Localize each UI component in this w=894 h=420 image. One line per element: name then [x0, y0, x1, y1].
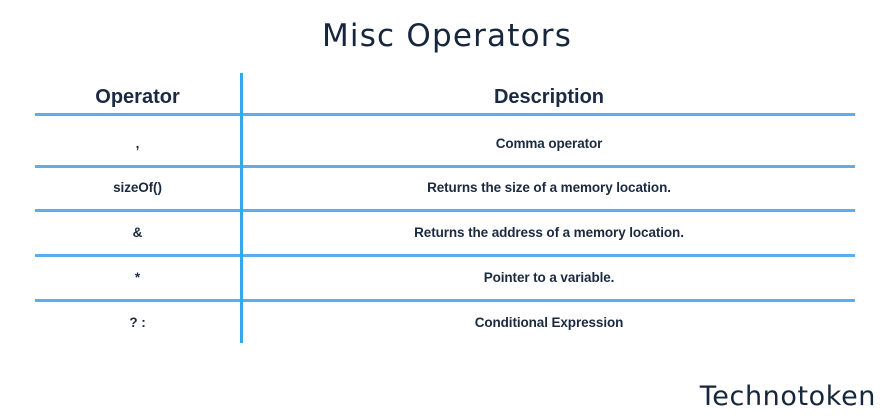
- table-cell-description: Comma operator: [495, 136, 603, 151]
- table-rule-header-bottom: [35, 113, 855, 116]
- table-cell-description: Returns the size of a memory location.: [427, 180, 671, 195]
- table-rule-row-4-bottom: [35, 299, 855, 302]
- table-cell-description: Conditional Expression: [474, 315, 624, 330]
- table-cell-operator: &: [132, 225, 143, 240]
- table-rule-row-1-bottom: [35, 165, 855, 168]
- table-cell-description: Returns the address of a memory location…: [414, 225, 684, 240]
- table-cell-operator: ? :: [129, 315, 146, 330]
- table-rule-row-2-bottom: [35, 209, 855, 212]
- table-cell-operator: ,: [135, 136, 140, 151]
- table-cell-operator: *: [134, 270, 141, 285]
- table-cell-description: Pointer to a variable.: [483, 270, 615, 285]
- column-header-operator: Operator: [95, 86, 180, 108]
- table-rule-row-3-bottom: [35, 254, 855, 257]
- misc-operators-table: Operator Description , Comma operator si…: [35, 73, 855, 343]
- page-title: Misc Operators: [321, 18, 573, 54]
- column-header-description: Description: [493, 86, 605, 108]
- table-cell-operator: sizeOf(): [113, 180, 162, 195]
- watermark-brand: Technotoken: [699, 381, 876, 412]
- table-column-divider: [240, 73, 243, 343]
